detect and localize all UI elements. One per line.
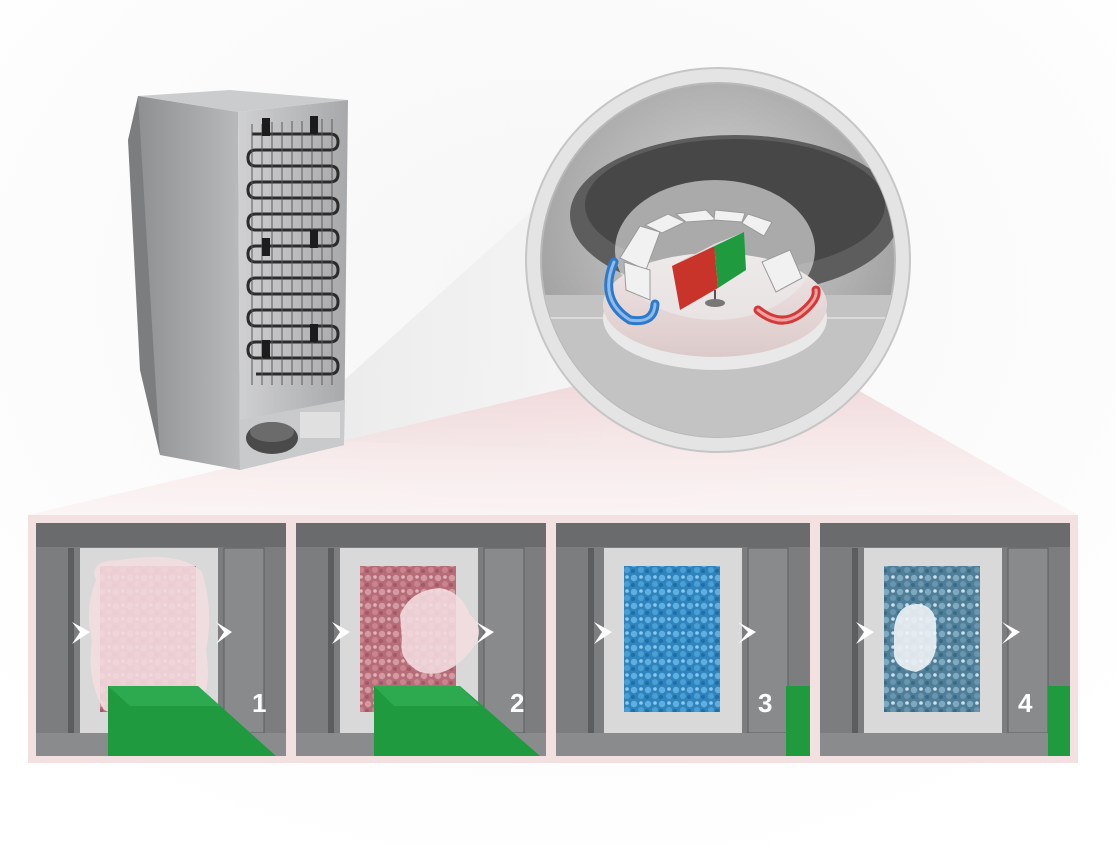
magnet	[672, 232, 746, 310]
panel-3	[556, 523, 810, 756]
panel-1-number: 1	[252, 688, 267, 718]
panel-2-number: 2	[510, 688, 525, 718]
panel-3-number: 3	[758, 688, 773, 718]
panel-1	[36, 523, 286, 756]
refrigerator-icon	[128, 90, 348, 470]
magnetocaloric-ring	[619, 209, 803, 301]
panel-4	[820, 523, 1070, 756]
panel-4-number: 4	[1018, 688, 1033, 718]
panel-2	[296, 523, 546, 756]
